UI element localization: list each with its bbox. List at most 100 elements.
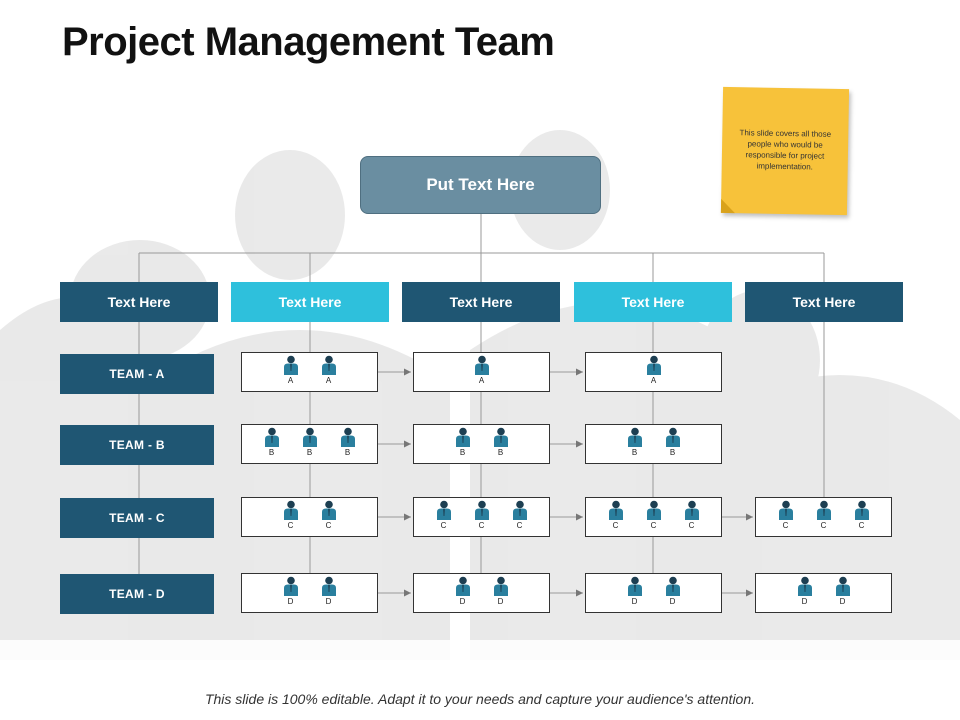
team-member: A	[472, 355, 492, 385]
team-member: C	[319, 500, 339, 530]
member-label: B	[306, 448, 313, 457]
team-member: C	[472, 500, 492, 530]
team-d-label[interactable]: TEAM - D	[60, 574, 214, 614]
person-icon	[283, 355, 298, 375]
team-member: B	[491, 427, 511, 457]
member-label: C	[688, 521, 695, 530]
member-label: A	[325, 376, 332, 385]
member-label: C	[820, 521, 827, 530]
team-b-label[interactable]: TEAM - B	[60, 425, 214, 465]
member-label: D	[497, 597, 504, 606]
member-label: C	[612, 521, 619, 530]
person-icon	[321, 500, 336, 520]
member-label: D	[669, 597, 676, 606]
column-header-3[interactable]: Text Here	[402, 282, 560, 322]
team-member: D	[795, 576, 815, 606]
team-member: B	[625, 427, 645, 457]
person-icon	[436, 500, 451, 520]
person-icon	[646, 355, 661, 375]
person-icon	[283, 500, 298, 520]
team-member: C	[606, 500, 626, 530]
member-label: C	[650, 521, 657, 530]
member-label: C	[516, 521, 523, 530]
person-icon	[264, 427, 279, 447]
team-member: B	[663, 427, 683, 457]
team-a-label[interactable]: TEAM - A	[60, 354, 214, 394]
team-a-cell-col-4[interactable]: A	[585, 352, 722, 392]
member-label: C	[478, 521, 485, 530]
person-icon	[816, 500, 831, 520]
person-icon	[854, 500, 869, 520]
person-icon	[627, 576, 642, 596]
person-icon	[283, 576, 298, 596]
person-icon	[627, 427, 642, 447]
person-icon	[340, 427, 355, 447]
person-icon	[474, 355, 489, 375]
team-member: C	[434, 500, 454, 530]
member-label: B	[268, 448, 275, 457]
team-member: C	[510, 500, 530, 530]
column-header-2[interactable]: Text Here	[231, 282, 389, 322]
team-member: D	[319, 576, 339, 606]
team-member: C	[776, 500, 796, 530]
page-title: Project Management Team	[62, 20, 555, 64]
member-label: B	[631, 448, 638, 457]
team-member: A	[644, 355, 664, 385]
sticky-note: This slide covers all those people who w…	[720, 86, 850, 216]
team-member: D	[491, 576, 511, 606]
column-header-4[interactable]: Text Here	[574, 282, 732, 322]
member-label: C	[325, 521, 332, 530]
team-member: A	[281, 355, 301, 385]
team-a-cell-col-3[interactable]: A	[413, 352, 550, 392]
member-label: D	[631, 597, 638, 606]
team-member: B	[338, 427, 358, 457]
team-c-label[interactable]: TEAM - C	[60, 498, 214, 538]
person-icon	[665, 427, 680, 447]
person-icon	[321, 355, 336, 375]
member-label: D	[287, 597, 294, 606]
column-header-5[interactable]: Text Here	[745, 282, 903, 322]
person-icon	[302, 427, 317, 447]
person-icon	[455, 576, 470, 596]
team-member: D	[833, 576, 853, 606]
team-member: B	[453, 427, 473, 457]
member-label: A	[478, 376, 485, 385]
team-member: A	[319, 355, 339, 385]
footer-note: This slide is 100% editable. Adapt it to…	[204, 691, 756, 707]
team-member: B	[262, 427, 282, 457]
member-label: B	[497, 448, 504, 457]
member-label: A	[650, 376, 657, 385]
person-icon	[684, 500, 699, 520]
column-header-1[interactable]: Text Here	[60, 282, 218, 322]
team-member: C	[852, 500, 872, 530]
person-icon	[493, 576, 508, 596]
person-icon	[778, 500, 793, 520]
person-icon	[512, 500, 527, 520]
sticky-note-fold	[720, 198, 736, 214]
member-label: C	[287, 521, 294, 530]
person-icon	[493, 427, 508, 447]
person-icon	[835, 576, 850, 596]
team-member: D	[663, 576, 683, 606]
member-label: D	[459, 597, 466, 606]
team-member: C	[682, 500, 702, 530]
root-node[interactable]: Put Text Here	[360, 156, 601, 214]
team-member: C	[644, 500, 664, 530]
team-member: D	[625, 576, 645, 606]
member-label: A	[287, 376, 294, 385]
person-icon	[455, 427, 470, 447]
member-label: C	[858, 521, 865, 530]
team-member: D	[281, 576, 301, 606]
